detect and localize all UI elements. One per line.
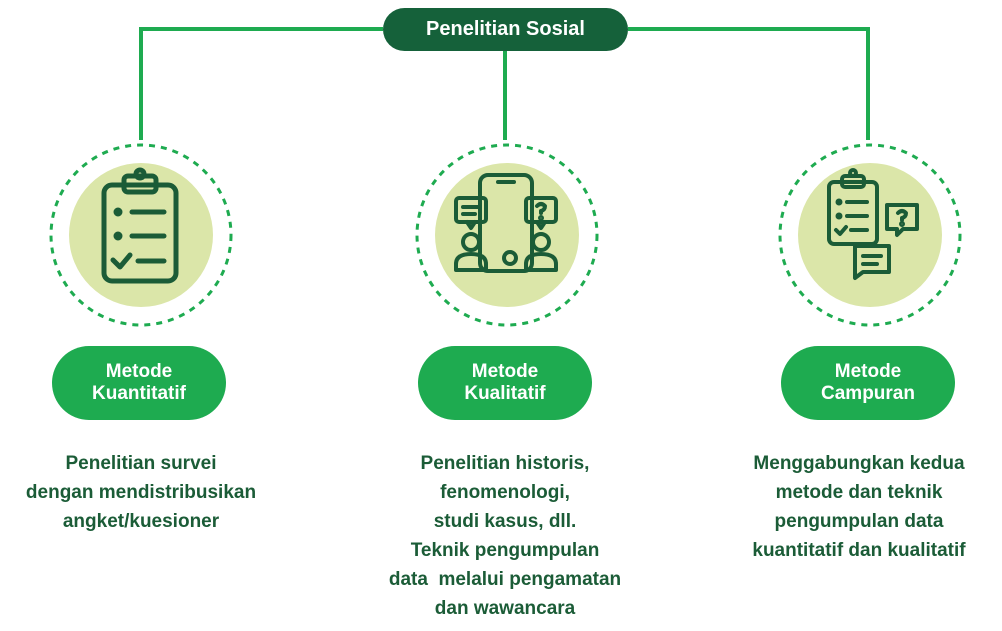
desc-line: Menggabungkan kedua <box>753 453 965 474</box>
icon-kualitatif <box>412 140 602 330</box>
desc-campuran: Menggabungkan kedua metode dan teknik pe… <box>716 449 1002 565</box>
desc-kuantitatif: Penelitian survei dengan mendistribusika… <box>0 449 282 536</box>
method-kualitatif-line2: Kualitatif <box>464 383 546 404</box>
desc-line: dengan mendistribusikan <box>25 482 257 503</box>
desc-line: kuantitatif dan kualitatif <box>752 540 966 561</box>
desc-kualitatif: Penelitian historis, fenomenologi, studi… <box>355 449 655 623</box>
method-kuantitatif-pill: Metode Kuantitatif <box>52 346 226 420</box>
method-campuran-line2: Campuran <box>821 383 915 404</box>
clipboard-chat-icon <box>827 168 919 280</box>
root-node: Penelitian Sosial <box>383 8 628 51</box>
connector-left <box>139 27 383 140</box>
desc-line: fenomenologi, <box>440 482 570 503</box>
desc-line: dan wawancara <box>434 598 576 619</box>
icon-kuantitatif <box>46 140 236 330</box>
desc-line: Penelitian survei <box>65 453 217 474</box>
method-kuantitatif-line1: Metode <box>105 361 173 382</box>
phone-interview-icon <box>454 173 558 273</box>
desc-line: metode dan teknik <box>775 482 943 503</box>
desc-line: pengumpulan data <box>774 511 944 532</box>
desc-line: angket/kuesioner <box>62 511 220 532</box>
method-kuantitatif-line2: Kuantitatif <box>92 383 186 404</box>
method-kualitatif-pill: Metode Kualitatif <box>418 346 592 420</box>
desc-line: data melalui pengamatan <box>388 569 622 590</box>
connector-right <box>628 27 870 140</box>
method-kualitatif-line1: Metode <box>471 361 539 382</box>
clipboard-checklist-icon <box>101 167 179 284</box>
icon-campuran <box>775 140 965 330</box>
root-label: Penelitian Sosial <box>426 18 585 40</box>
method-campuran-pill: Metode Campuran <box>781 346 955 420</box>
desc-line: Penelitian historis, <box>420 453 590 474</box>
desc-line: Teknik pengumpulan <box>410 540 600 561</box>
desc-line: studi kasus, dll. <box>433 511 577 532</box>
method-campuran-line1: Metode <box>834 361 902 382</box>
